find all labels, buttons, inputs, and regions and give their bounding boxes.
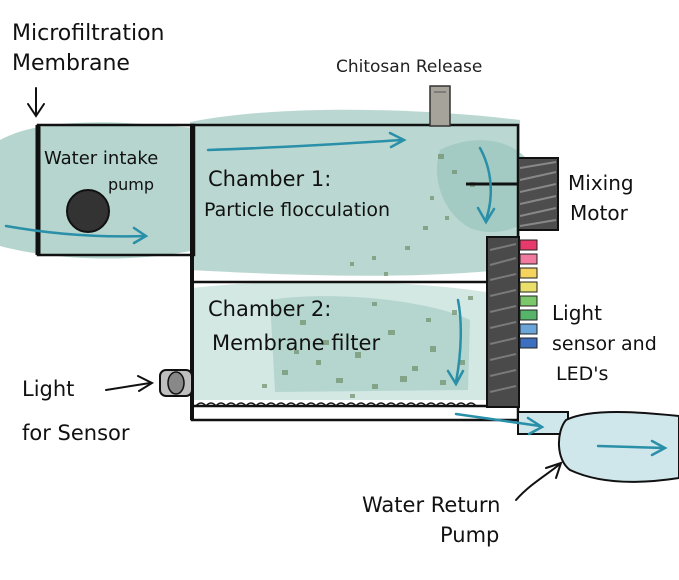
led-strip (519, 239, 538, 349)
return-pump-label-line1: Water Return (362, 493, 500, 517)
intake-pump-icon (66, 189, 110, 233)
light-for-sensor-label-line2: for Sensor (22, 421, 130, 445)
mixing-label-line2: Motor (570, 201, 629, 225)
chamber2-label-line1: Chamber 2: (208, 297, 331, 321)
light-source (159, 369, 193, 397)
mixing-motor (466, 157, 559, 231)
flow-arrows (4, 131, 668, 457)
led-3 (519, 267, 538, 279)
mixing-label-line1: Mixing (568, 171, 634, 195)
led-8 (519, 337, 538, 349)
light-for-sensor-label-line1: Light (22, 377, 74, 401)
chitosan-label: Chitosan Release (336, 57, 482, 77)
microfiltration-label-line2: Membrane (12, 51, 130, 76)
led-4 (519, 281, 538, 293)
chamber1-label-line1: Chamber 1: (208, 167, 331, 191)
led-2 (519, 253, 538, 265)
light-sensor-label-line2: sensor and (552, 333, 657, 355)
intake-label-line2: pump (108, 175, 154, 194)
led-7 (519, 323, 538, 335)
membrane-filter (195, 402, 477, 408)
pointer-arrows (27, 87, 563, 501)
microfiltration-label-line1: Microfiltration (12, 21, 164, 46)
chamber2-label-line2: Membrane filter (212, 331, 380, 355)
chamber1-label-line2: Particle flocculation (204, 199, 390, 221)
light-sensor-label-line1: Light (552, 301, 602, 325)
return-pump-label-line2: Pump (440, 523, 499, 547)
intake-label-line1: Water intake (44, 148, 158, 169)
floc-particles (262, 154, 475, 398)
led-5 (519, 295, 538, 307)
led-6 (519, 309, 538, 321)
light-sensor-column (486, 236, 520, 408)
light-sensor-label-line3: LED's (556, 363, 608, 385)
led-1 (519, 239, 538, 251)
chitosan-dispenser (429, 85, 451, 127)
